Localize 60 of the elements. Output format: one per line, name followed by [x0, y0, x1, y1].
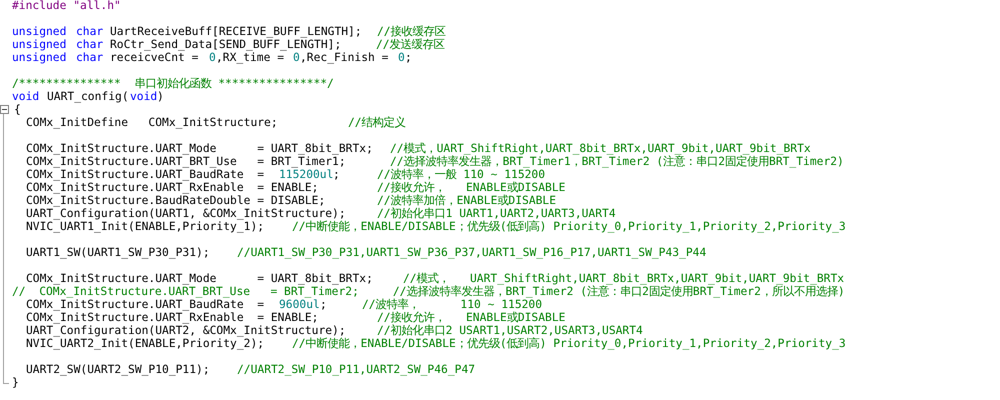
comment-text: //UART1_SW_P30_P31,UART1_SW_P36_P37,UART1_SW_P16_P17,UART1_SW_P43_P44: [237, 246, 706, 259]
code-text: COMx_InitStructure.UART_BaudRate =: [26, 168, 264, 181]
code-text: COMx_InitStructure.UART_BaudRate =: [26, 298, 264, 311]
code-text: NVIC_UART1_Init(ENABLE,Priority_1);: [26, 220, 264, 233]
code-text: NVIC_UART2_Init(ENABLE,Priority_2);: [26, 337, 264, 350]
code-text: UartReceiveBuff[RECEIVE_BUFF_LENGTH];: [110, 25, 362, 38]
code-text: UART_Configuration(UART1, &COMx_InitStructure);: [26, 207, 346, 220]
keyword-text: char: [76, 25, 104, 38]
comment-text: //模式， UART_ShiftRight,UART_8bit_BRTx,UART_9bit,UART_9bit_BRTx: [403, 272, 844, 285]
keyword-text: char: [76, 38, 104, 51]
comment-text: // COMx_InitStructure.UART_BRT_Use = BRT_Timer2; //选择波特率发生器，BRT_Timer2 (注意：串口2固定使用BRT_Timer2，所以不用选择): [12, 285, 845, 298]
comment-text: //接收允许， ENABLE或DISABLE: [377, 181, 566, 194]
keyword-text: unsigned: [12, 51, 66, 64]
code-text: UART2_SW(UART2_SW_P10_P11);: [26, 363, 210, 376]
comment-text: //波特率加倍，ENABLE或DISABLE: [377, 194, 556, 207]
code-text: UART_Configuration(UART2, &COMx_InitStructure);: [26, 324, 346, 337]
code-text: ;: [333, 168, 340, 181]
comment-text: //初始化串口1 UART1,UART2,UART3,UART4: [377, 207, 616, 220]
directive-text: #include "all.h": [12, 0, 121, 12]
code-text: UART1_SW(UART1_SW_P30_P31);: [26, 246, 210, 259]
comment-text: //初始化串口2 USART1,USART2,USART3,USART4: [377, 324, 643, 337]
number-text: 0: [398, 51, 405, 64]
code-text: ;: [320, 298, 327, 311]
code-text: receicveCnt =: [110, 51, 198, 64]
code-text: ;: [405, 51, 412, 64]
number-text: 0: [293, 51, 300, 64]
keyword-text: char: [76, 51, 104, 64]
comment-text: //模式，UART_ShiftRight,UART_8bit_BRTx,UART_9bit,UART_9bit_BRTx: [390, 142, 811, 155]
code-text: RoCtr_Send_Data[SEND_BUFF_LENGTH];: [110, 38, 342, 51]
code-text: }: [12, 376, 19, 389]
keyword-text: unsigned: [12, 25, 66, 38]
code-text: ,RX_time =: [216, 51, 284, 64]
number-text: 115200ul: [279, 168, 334, 181]
comment-text: //接收缓存区: [377, 25, 446, 38]
keyword-text: void: [130, 90, 158, 103]
keyword-text: void: [12, 90, 40, 103]
comment-text: //选择波特率发生器，BRT_Timer1，BRT_Timer2 (注意：串口2固定使用BRT_Timer2): [390, 155, 844, 168]
number-text: 0: [209, 51, 216, 64]
comment-text: //UART2_SW_P10_P11,UART2_SW_P46_P47: [237, 363, 476, 376]
comment-text: /*************** 串口初始化函数 ****************/: [12, 77, 334, 90]
keyword-text: unsigned: [12, 38, 66, 51]
code-text: COMx_InitStructure.UART_Mode = UART_8bit_BRTx;: [26, 272, 373, 285]
comment-text: //接收允许， ENABLE或DISABLE: [377, 311, 566, 324]
code-text: COMx_InitStructure.UART_BRT_Use = BRT_Timer1;: [26, 155, 346, 168]
number-text: 9600ul: [279, 298, 320, 311]
comment-text: //中断使能，ENABLE/DISABLE；优先级(低到高) Priority_0,Priority_1,Priority_2,Priority_3: [292, 337, 846, 350]
comment-text: //结构定义: [348, 116, 406, 129]
code-text: ,Rec_Finish =: [300, 51, 388, 64]
comment-text: //波特率，一般 110 ~ 115200: [377, 168, 546, 181]
code-text: COMx_InitStructure.UART_RxEnable = ENABLE;: [26, 181, 318, 194]
comment-text: //发送缓存区: [376, 38, 445, 51]
code-text: {: [14, 103, 21, 116]
code-text: COMx_InitDefine COMx_InitStructure;: [26, 116, 278, 129]
code-text: COMx_InitStructure.UART_Mode = UART_8bit_BRTx;: [26, 142, 373, 155]
comment-text: //波特率， 110 ~ 115200: [362, 298, 542, 311]
code-text: COMx_InitStructure.UART_RxEnable = ENABLE;: [26, 311, 318, 324]
code-text: COMx_InitStructure.BaudRateDouble = DISABLE;: [26, 194, 326, 207]
code-text: UART_config(: [47, 90, 129, 103]
comment-text: //中断使能，ENABLE/DISABLE；优先级(低到高) Priority_0,Priority_1,Priority_2,Priority_3: [292, 220, 846, 233]
code-text: ): [157, 90, 164, 103]
